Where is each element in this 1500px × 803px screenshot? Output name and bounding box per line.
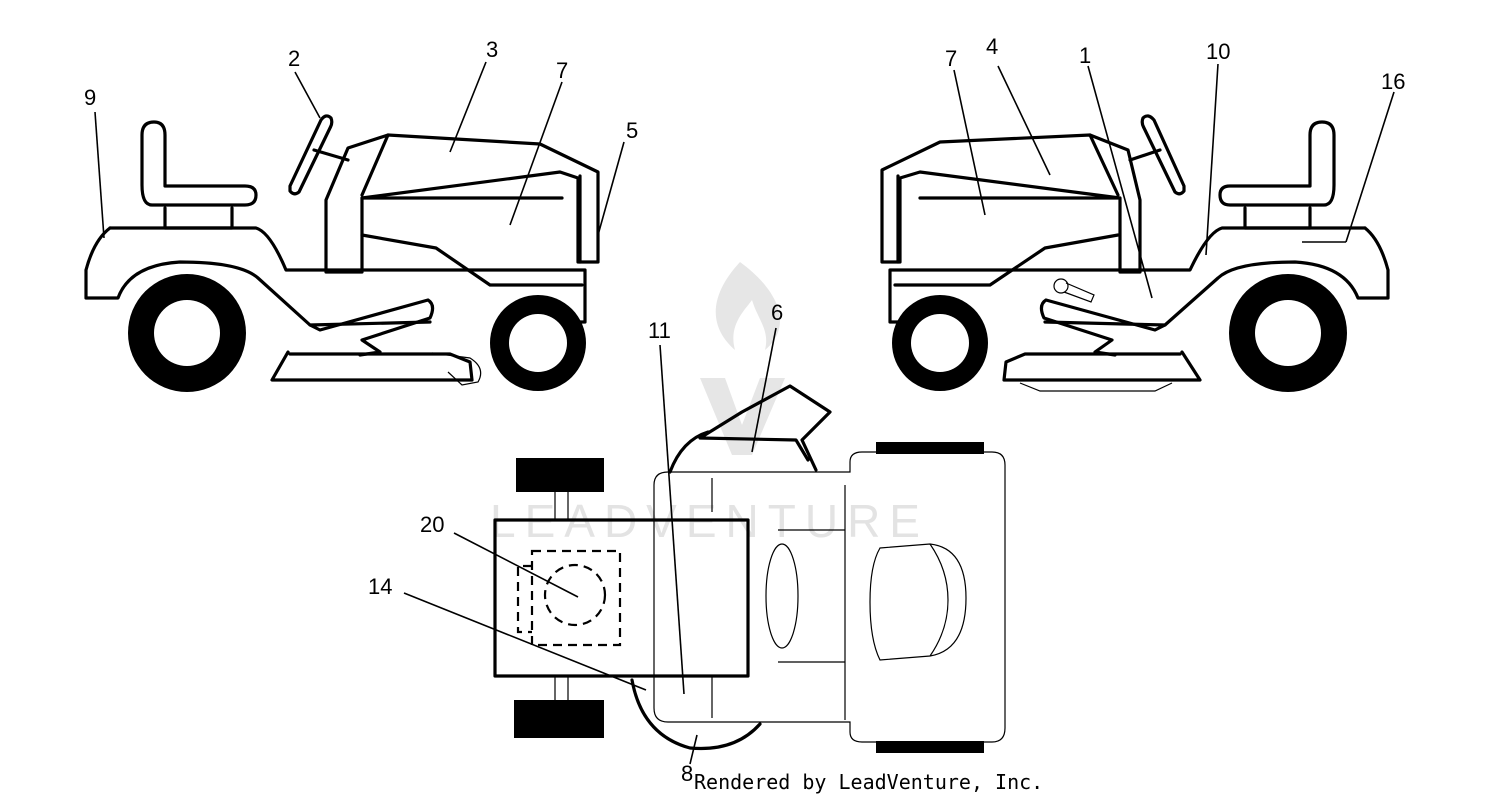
callout-7-left: 7 xyxy=(556,58,568,83)
right-deck-arc xyxy=(630,678,762,751)
mower-deck xyxy=(1002,350,1202,382)
callout-4: 4 xyxy=(986,34,998,59)
body-frame xyxy=(84,226,587,327)
front-left-wheel xyxy=(516,458,604,492)
steering-wheel xyxy=(1140,114,1186,196)
discharge-chute xyxy=(698,384,832,472)
front-right-wheel xyxy=(514,700,604,738)
callout-10: 10 xyxy=(1206,39,1230,64)
hood xyxy=(880,133,1142,274)
engine-cover-left xyxy=(516,564,532,634)
callout-7-right: 7 xyxy=(945,46,957,71)
body-frame xyxy=(888,226,1390,327)
rear-right-wheel xyxy=(876,741,984,753)
seat xyxy=(1218,120,1336,207)
left-deck-arc xyxy=(668,430,710,474)
seat-base xyxy=(163,206,234,230)
callout-3: 3 xyxy=(486,37,498,62)
callout-2: 2 xyxy=(288,46,300,71)
front-axle xyxy=(554,492,569,700)
foot-pedal xyxy=(1039,298,1167,357)
callout-8: 8 xyxy=(681,761,693,786)
fuel-cap xyxy=(543,563,607,627)
rear-wheel-hub xyxy=(1255,300,1321,366)
body-divider xyxy=(778,485,846,720)
deck-skirt xyxy=(1019,382,1173,392)
callout-5: 5 xyxy=(626,118,638,143)
front-wheel-hub xyxy=(509,314,567,372)
rear-wheel-hub xyxy=(154,300,220,366)
seat-back xyxy=(929,543,949,657)
callouts: 2 3 7 5 9 7 4 1 10 16 6 11 20 14 8 xyxy=(84,34,1405,786)
callout-9: 9 xyxy=(84,85,96,110)
throttle-lever xyxy=(1063,282,1095,303)
hood-crease xyxy=(360,133,584,287)
callout-1: 1 xyxy=(1079,43,1091,68)
seat-base xyxy=(1243,206,1312,230)
callout-6: 6 xyxy=(771,300,783,325)
tractor-right-view xyxy=(880,114,1390,392)
mower-deck xyxy=(270,350,474,382)
credit-text: Rendered by LeadVenture, Inc. xyxy=(694,770,1044,794)
steering-wheel xyxy=(765,543,799,649)
body-outline xyxy=(653,451,1006,743)
foot-pedal xyxy=(308,298,435,357)
hood xyxy=(493,518,750,678)
tractor-top-view xyxy=(493,384,1006,753)
hood-crease xyxy=(893,133,1120,287)
seat xyxy=(869,543,967,661)
callout-14: 14 xyxy=(368,574,392,599)
steering-wheel xyxy=(288,114,334,196)
front-wheel-hub xyxy=(911,314,969,372)
steering-column xyxy=(1128,148,1162,162)
throttle-knob xyxy=(1053,278,1069,294)
hood xyxy=(324,133,600,274)
callout-16: 16 xyxy=(1381,69,1405,94)
rear-left-wheel xyxy=(876,442,984,454)
tractor-left-view xyxy=(84,114,600,392)
seat xyxy=(140,120,258,207)
leader-lines xyxy=(94,61,1395,765)
discharge-chute xyxy=(431,352,482,386)
callout-20: 20 xyxy=(420,512,444,537)
flame-logo-icon xyxy=(700,262,785,455)
callout-11: 11 xyxy=(648,318,671,343)
engine-cover xyxy=(530,549,622,647)
